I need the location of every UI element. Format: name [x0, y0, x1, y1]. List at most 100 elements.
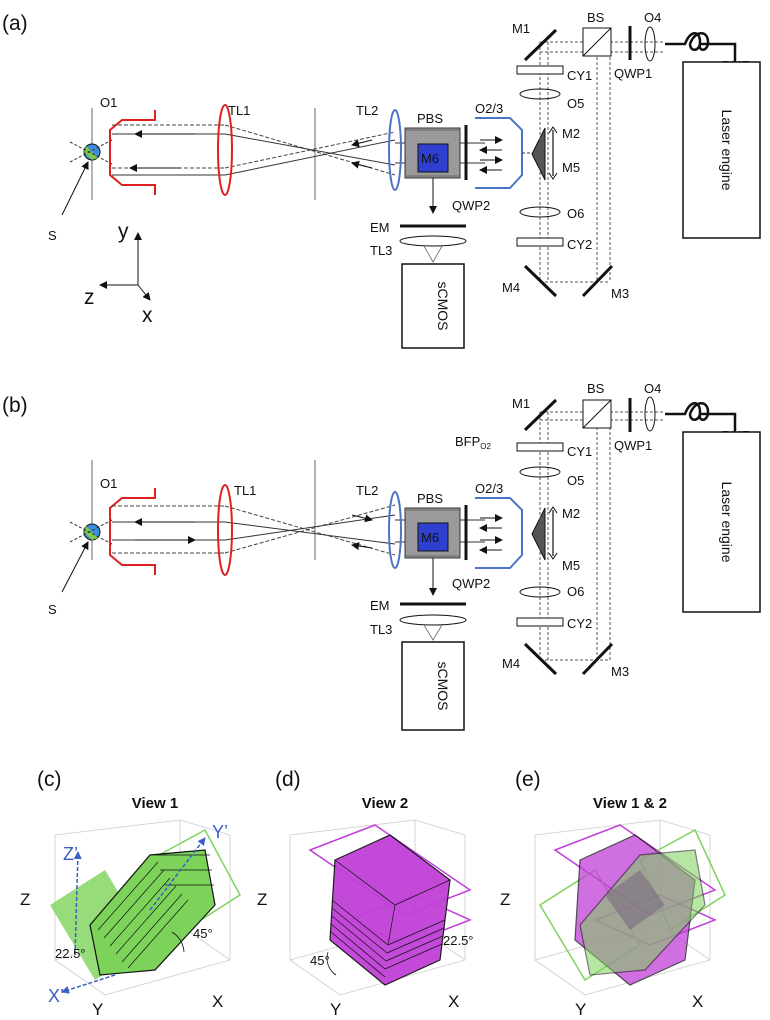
lens-o4 [644, 396, 656, 432]
axis-z-label: Z [20, 890, 30, 909]
panel-c-view1: (c) View 1 Z’ Y’ X’ 22.5° 45° Z Y X [20, 768, 241, 1019]
label-m3: M3 [611, 286, 629, 301]
coordinate-axes: y z x [84, 220, 153, 327]
axis-x-label: X [212, 992, 223, 1011]
label-o5: O5 [567, 473, 584, 488]
axis-x-label: X [448, 992, 459, 1011]
sample-pointer [61, 161, 89, 216]
panel-d-tag: (d) [275, 768, 301, 791]
label-cy1: CY1 [567, 444, 592, 459]
label-bfp: BFPO2 [455, 434, 492, 451]
label-qwp2: QWP2 [452, 198, 490, 213]
label-o1: O1 [100, 95, 117, 110]
fiber-pmf [665, 402, 737, 432]
cylindrical-lens-cy2 [516, 237, 564, 247]
label-m2: M2 [562, 506, 580, 521]
label-tl2: TL2 [356, 103, 378, 118]
label-s: S [48, 602, 57, 617]
lens-o5 [519, 466, 561, 478]
mirror-m2-m5 [531, 507, 546, 561]
label-tl3: TL3 [370, 243, 392, 258]
objective-o23 [475, 117, 523, 189]
label-o23: O2/3 [475, 481, 503, 496]
sample-pointer [61, 541, 89, 593]
laser-engine-box [682, 61, 761, 239]
lens-tl3 [399, 235, 467, 247]
sample-icon [69, 139, 113, 165]
label-s: S [48, 228, 57, 243]
mirror-m3 [581, 642, 614, 676]
axis-x-label: X [692, 992, 703, 1011]
axis-z-label: Z [500, 890, 510, 909]
angle-c-1: 22.5° [55, 946, 86, 961]
angle-d-2: 22.5° [443, 933, 474, 948]
axis-y-prime: Y’ [212, 822, 228, 842]
label-m3: M3 [611, 664, 629, 679]
panel-e-tag: (e) [515, 768, 541, 791]
objective-o23 [475, 497, 523, 569]
scmos-camera [401, 641, 465, 731]
mirror-m6 [417, 522, 449, 552]
label-o23: O2/3 [475, 101, 503, 116]
label-o5: O5 [567, 96, 584, 111]
mirror-m1 [523, 398, 558, 432]
label-bs: BS [587, 10, 605, 25]
label-m1: M1 [512, 21, 530, 36]
mirror-m2-m5 [531, 127, 546, 181]
angle-d-1: 45° [310, 953, 330, 968]
lens-tl2 [388, 109, 402, 191]
label-m6: M6 [421, 151, 439, 166]
label-pbs: PBS [417, 111, 443, 126]
view2-volume [329, 834, 451, 986]
label-em: EM [370, 598, 390, 613]
mirror-m1 [523, 28, 558, 62]
panel-d-title: View 2 [362, 795, 408, 812]
axis-y-label: Y [575, 1000, 586, 1019]
label-qwp1: QWP1 [614, 66, 652, 81]
label-pbs: PBS [417, 491, 443, 506]
label-bs: BS [587, 381, 605, 396]
label-qwp2: QWP2 [452, 576, 490, 591]
sample-icon [69, 519, 113, 545]
lens-tl1 [217, 104, 233, 196]
panel-b-tag: (b) [2, 394, 28, 417]
label-o6: O6 [567, 206, 584, 221]
label-scmos: sCMOS [435, 282, 451, 331]
label-m6: M6 [421, 530, 439, 545]
label-o4: O4 [644, 10, 661, 25]
laser-engine-box [682, 431, 761, 613]
axis-y-label: y [118, 220, 129, 243]
lens-o6 [519, 586, 561, 598]
label-scmos: sCMOS [435, 662, 451, 711]
cylindrical-lens-cy1 [516, 442, 564, 452]
lens-tl3 [399, 614, 467, 626]
label-m1: M1 [512, 396, 530, 411]
lens-o5 [519, 88, 561, 100]
panel-c-title: View 1 [132, 795, 178, 812]
lens-o6 [519, 206, 561, 218]
label-cy2: CY2 [567, 616, 592, 631]
label-tl1: TL1 [234, 483, 256, 498]
mirror-m6 [417, 143, 449, 173]
label-tl3: TL3 [370, 622, 392, 637]
label-m4: M4 [502, 280, 520, 295]
panel-e-view1and2: (e) View 1 & 2 Z Y X [500, 768, 726, 1019]
axis-z-label: z [84, 286, 95, 309]
label-tl2: TL2 [356, 483, 378, 498]
axis-y-label: Y [330, 1000, 341, 1019]
axis-z-label: Z [257, 890, 267, 909]
label-o4: O4 [644, 381, 661, 396]
label-cy1: CY1 [567, 68, 592, 83]
panel-b-setup: (b) S O1 TL1 TL2 [2, 381, 761, 731]
label-o1: O1 [100, 476, 117, 491]
label-m5: M5 [562, 160, 580, 175]
panel-a-tag: (a) [2, 12, 28, 35]
lens-tl2 [388, 491, 402, 569]
label-qwp1: QWP1 [614, 438, 652, 453]
label-em: EM [370, 220, 390, 235]
label-m4: M4 [502, 656, 520, 671]
label-laser: Laser engine [719, 482, 735, 563]
mirror-m4 [523, 642, 558, 676]
angle-c-2: 45° [193, 926, 213, 941]
